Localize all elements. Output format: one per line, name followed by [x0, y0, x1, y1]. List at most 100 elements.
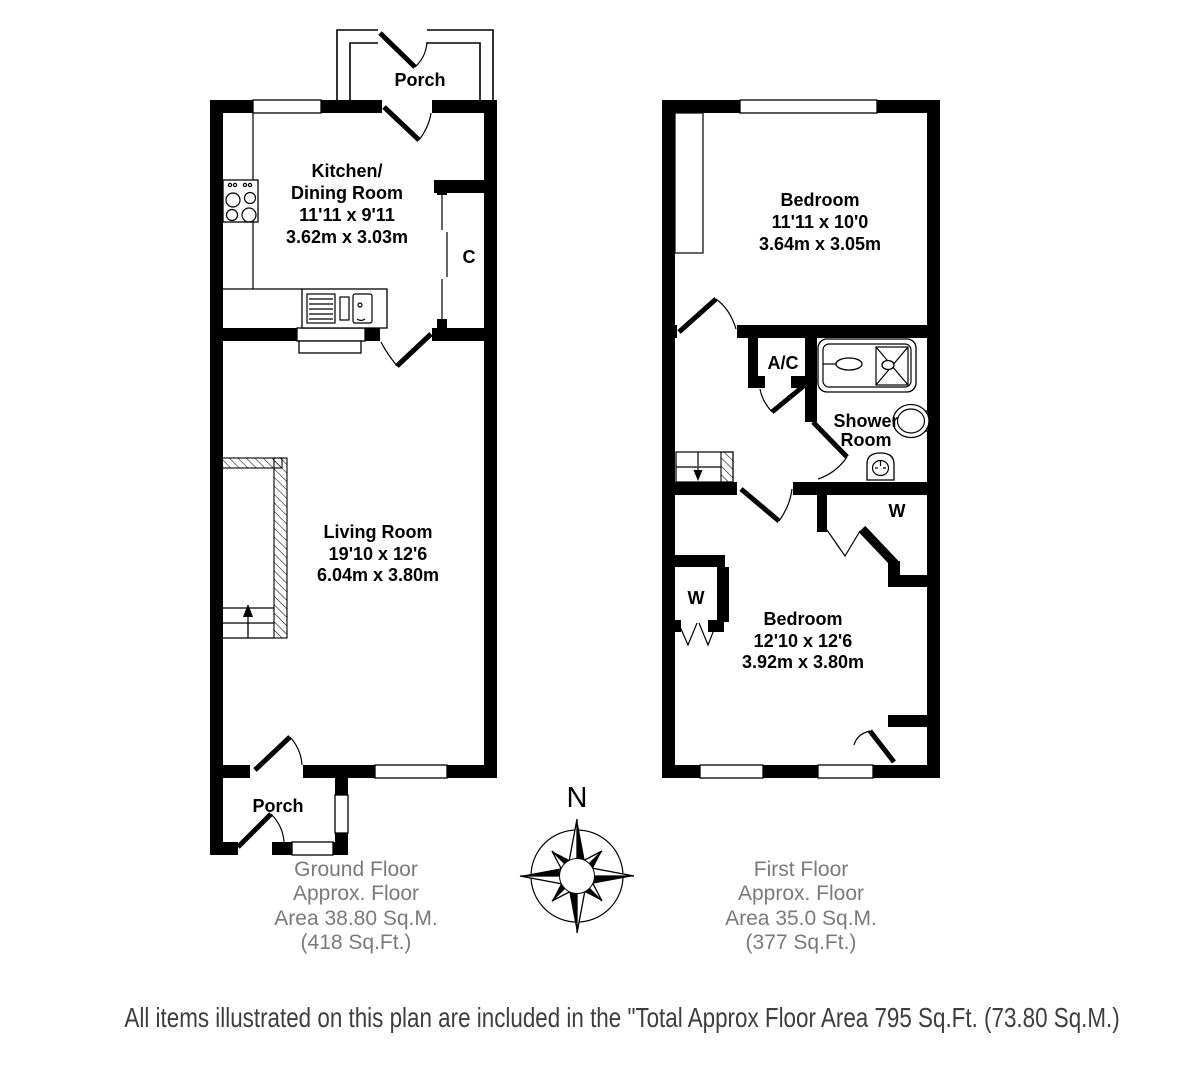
door-swing-arc — [759, 388, 773, 413]
kitchen-fixtures — [222, 113, 448, 329]
kitchen-label: Kitchen/ — [311, 161, 382, 181]
wall — [210, 100, 253, 113]
wall — [717, 567, 729, 622]
wardrobe-right-doors — [826, 529, 861, 558]
wall — [662, 100, 740, 113]
window — [699, 764, 764, 779]
living-room-dims-metric: 6.04m x 3.80m — [317, 565, 439, 585]
ground-caption: (418 Sq.Ft.) — [301, 931, 412, 954]
ground-caption: Approx. Floor — [293, 882, 419, 905]
ground-windows — [252, 99, 448, 856]
wall — [748, 376, 765, 388]
first-stairs — [675, 451, 734, 483]
wall — [817, 495, 827, 532]
ground-porch-top — [336, 29, 494, 100]
hob-burner — [243, 191, 257, 205]
living-room-dims-imperial: 19'10 x 12'6 — [329, 544, 428, 564]
wall — [662, 765, 700, 778]
shower-room-fixtures — [817, 338, 930, 481]
porch-bottom-label: Porch — [252, 796, 303, 816]
bath-inner — [822, 343, 912, 388]
bedroom1-label: Bedroom — [780, 190, 859, 210]
wardrobe-left-door — [698, 621, 718, 647]
door-swing-arc — [778, 488, 793, 522]
porch-top-label: Porch — [394, 70, 445, 90]
wall — [662, 482, 737, 495]
door-swing-arc — [289, 736, 303, 766]
stair-arrow-down — [693, 470, 703, 481]
footer-note-text: All items illustrated on this plan are i… — [124, 1002, 1120, 1033]
ground-caption: Area 38.80 Sq.M. — [274, 907, 437, 930]
hob-burner — [225, 208, 239, 222]
wall — [210, 842, 238, 855]
sink-divider — [339, 296, 350, 321]
wall — [303, 765, 375, 778]
kitchen-dims-metric: 3.62m x 3.03m — [286, 227, 408, 247]
porch-wall-outline — [427, 42, 481, 100]
first-walls — [662, 100, 940, 778]
wall — [877, 100, 940, 113]
bath-handle — [835, 357, 863, 371]
basin-inner — [896, 408, 926, 434]
wall — [272, 842, 292, 855]
first-caption: Area 35.0 Sq.M. — [725, 907, 877, 930]
hob-knob — [242, 182, 248, 188]
wall — [335, 778, 348, 796]
shower-room-door-leaf — [811, 420, 849, 459]
shower-screen — [875, 346, 909, 386]
door-swing-arc — [853, 730, 871, 746]
door-swing-arc — [270, 813, 285, 843]
first-windows — [699, 99, 878, 779]
hob-burner — [241, 207, 257, 223]
wall — [447, 765, 497, 778]
porch-wall-outline — [427, 29, 494, 100]
first-caption: Approx. Floor — [738, 882, 864, 905]
wardrobe-left-label: W — [688, 588, 705, 608]
wall — [927, 100, 940, 778]
stair-balustrade — [720, 451, 734, 483]
cupboard-label: C — [463, 247, 476, 267]
stair-balustrade — [273, 457, 288, 639]
porch-kitchen-door-leaf — [382, 105, 421, 142]
sink-drainer — [306, 293, 336, 324]
wardrobe-right-label: W — [889, 501, 906, 521]
airing-cupboard-label: A/C — [768, 353, 799, 373]
ground-caption: Ground Floor — [294, 858, 418, 881]
wall — [737, 325, 940, 338]
wall — [210, 765, 250, 778]
wall — [365, 328, 380, 341]
drainer-grooves — [309, 298, 333, 320]
stair-arrow-up — [243, 604, 253, 617]
wall — [321, 100, 382, 113]
front-door-swing-arc — [414, 41, 428, 68]
wall — [662, 100, 675, 778]
sink-basin — [352, 293, 373, 324]
ground-doors — [236, 105, 433, 849]
window — [374, 764, 448, 779]
kitchen-label: Dining Room — [291, 183, 403, 203]
living-room-label: Living Room — [324, 522, 433, 542]
wall — [437, 186, 447, 195]
wall — [793, 482, 940, 495]
toilet-detail — [875, 461, 886, 469]
porch-wall-outline — [336, 29, 378, 100]
wall — [675, 620, 681, 632]
kitchen-living-door-leaf — [395, 332, 433, 368]
door-swing-arc — [418, 112, 432, 141]
living-porch-door-leaf — [253, 735, 292, 772]
window — [817, 764, 874, 779]
window — [739, 99, 878, 114]
porch-wall-outline — [349, 42, 378, 100]
door-swing-arc — [715, 298, 737, 330]
window — [252, 99, 322, 114]
bedroom2-door-leaf — [739, 487, 781, 523]
bath — [817, 338, 917, 393]
wall — [675, 555, 725, 567]
door-swing-arc — [380, 341, 398, 367]
cupboard-door-line — [441, 193, 448, 319]
compass-north-label: N — [567, 782, 588, 814]
sink-plughole — [357, 302, 363, 308]
window — [291, 841, 334, 856]
wall — [763, 765, 818, 778]
